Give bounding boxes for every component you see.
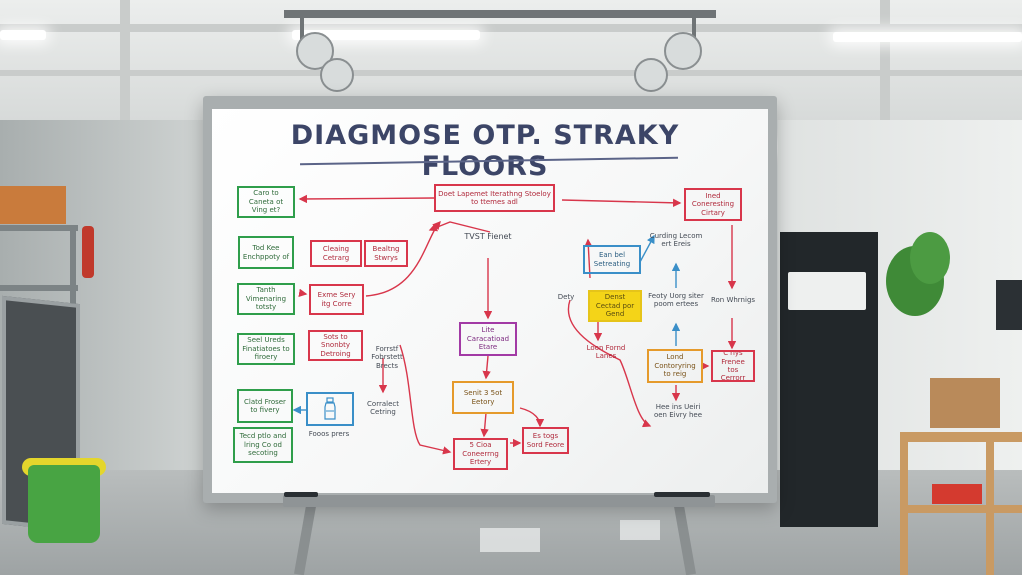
diagram-box: Senit 3 5ot Eetory [452, 381, 514, 414]
diagram-box: Cleaing Cetrarg [310, 240, 362, 267]
sticky-note: Denst Cectad por Gend [588, 290, 642, 322]
diagram-box-text: Ined Coneresting Cirtary [691, 191, 735, 217]
diagram-box: Bealtng Stwrys [364, 240, 408, 267]
diagram-box-text: Tanth Vimenaring totsty [245, 286, 287, 312]
plant [910, 232, 950, 284]
light-stem [300, 18, 304, 40]
marker [284, 492, 318, 497]
diagram-box-text: Es togs Sord Feore [526, 432, 565, 449]
diagram-label: Forrstf Fobrstett Brects [371, 345, 403, 370]
ceiling-beam [0, 70, 1022, 76]
diagram-box: Lite Caracatioad Etare [459, 322, 517, 356]
arrow [428, 221, 491, 233]
arrow [482, 355, 491, 380]
diagram-box: Lond Contoryring to reig [647, 349, 703, 383]
storage-shelf [0, 225, 78, 231]
diagram-box: Clatd Froser to fivery [237, 389, 293, 423]
diagram-box-text: Ean bel Setreating [593, 251, 631, 268]
wooden-shelf [900, 505, 1022, 513]
diagram-box-text: Senit 3 5ot Eetory [463, 389, 503, 406]
diagram-box-text: C'rlys Frenee tos Cerrorr [720, 350, 746, 382]
diagram-box: C'rlys Frenee tos Cerrorr [711, 350, 755, 382]
wooden-shelf [986, 432, 994, 575]
light-rail [284, 10, 716, 18]
diagram-box: Sots to Snonbty Detroing [308, 330, 363, 361]
sticky-note-text: Denst Cectad por Gend [595, 293, 635, 319]
diagram-box: Exme Sery itg Corre [309, 284, 364, 315]
recycling-bin [28, 465, 100, 543]
cabinet-label [788, 272, 866, 310]
floor-marking [620, 520, 660, 540]
arrow [639, 234, 655, 263]
storage-box [0, 186, 66, 224]
diagram-label: Curding Lecom ert Ereis [649, 232, 703, 249]
diagram-box-text: Lond Contoryring to reig [654, 353, 696, 379]
ceiling-light [0, 30, 46, 40]
wooden-shelf [900, 432, 908, 575]
diagram-label: Fooos prers [308, 430, 350, 438]
spotlight [320, 58, 354, 92]
diagram-box-text: Lite Caracatioad Etare [466, 326, 510, 352]
diagram-box-text: Exme Sery itg Corre [317, 291, 356, 308]
diagram-box: Tanth Vimenaring totsty [237, 283, 295, 315]
arrow [561, 198, 682, 208]
diagram-box [306, 392, 354, 426]
wooden-shelf [900, 432, 1022, 442]
ceiling-light [292, 30, 480, 40]
arrow [480, 412, 489, 438]
diagram-label: Corralect Cetring [367, 400, 399, 417]
diagram-box-text: Doet Lapemet Iterathng Stoeloy to ttemes… [438, 189, 551, 206]
arrow [298, 194, 435, 204]
diagram-label: TVST Fienet [464, 232, 512, 241]
storage-box [930, 378, 1000, 428]
board-title: DIAGMOSE OTP. STRAKY FLOORS [290, 120, 680, 182]
diagram-label: Ron Whrnigs [710, 296, 756, 304]
diagram-box: Tod Kee Enchppoty of [238, 236, 294, 269]
diagram-box: Seel Ureds Finatiatoes to firoery [237, 333, 295, 365]
diagram-box-text: Bealtng Stwrys [372, 245, 400, 262]
arrow [298, 288, 308, 297]
diagram-box: Es togs Sord Feore [522, 427, 569, 454]
diagram-box: Doet Lapemet Iterathng Stoeloy to ttemes… [434, 184, 555, 212]
diagram-box: 5 Cioa Coneerrng Ertery [453, 438, 508, 470]
diagram-box: Ean bel Setreating [583, 245, 641, 274]
diagram-box-text: Clatd Froser to fivery [244, 397, 286, 414]
spotlight [664, 32, 702, 70]
ceiling-beam [880, 0, 890, 120]
diagram-box: Tecd ptlo and lring Co od secoting [233, 427, 293, 463]
ceiling-beam [0, 24, 1022, 32]
storage-box [932, 484, 982, 504]
diagram-box-text: Tecd ptlo and lring Co od secoting [239, 432, 287, 458]
diagram-box-text: Sots to Snonbty Detroing [320, 332, 351, 358]
arrow [567, 299, 652, 428]
ceiling-light [833, 32, 1022, 42]
marker [654, 492, 710, 497]
diagram-label: Hee ins Ueiri oen Eivry hee [653, 403, 703, 420]
marker-tray [283, 495, 715, 507]
ceiling-beam [120, 0, 130, 120]
diagram-label: Feoty Uorg siter poom ertees [648, 292, 704, 309]
diagram-box: Caro to Caneta ot Ving et? [237, 186, 295, 218]
floor-marking [480, 528, 540, 552]
arrow [519, 407, 545, 428]
diagram-label: Loon Fornd Lanes [586, 344, 626, 361]
diagram-box: Ined Coneresting Cirtary [684, 188, 742, 221]
diagram-box-text: Caro to Caneta ot Ving et? [248, 189, 284, 215]
bottle-icon [324, 397, 336, 420]
arrow [399, 344, 452, 455]
spotlight [634, 58, 668, 92]
monitor [996, 280, 1022, 330]
diagram-label: Dety [557, 293, 575, 301]
light-stem [692, 18, 696, 40]
whiteboard-surface [212, 109, 768, 493]
storage-shelf [0, 285, 78, 291]
fire-extinguisher [82, 226, 94, 278]
diagram-box-text: Tod Kee Enchppoty of [242, 244, 290, 261]
diagram-box-text: Seel Ureds Finatiatoes to firoery [242, 336, 290, 362]
diagram-box-text: 5 Cioa Coneerrng Ertery [462, 441, 499, 467]
diagram-box-text: Cleaing Cetrarg [322, 245, 350, 262]
